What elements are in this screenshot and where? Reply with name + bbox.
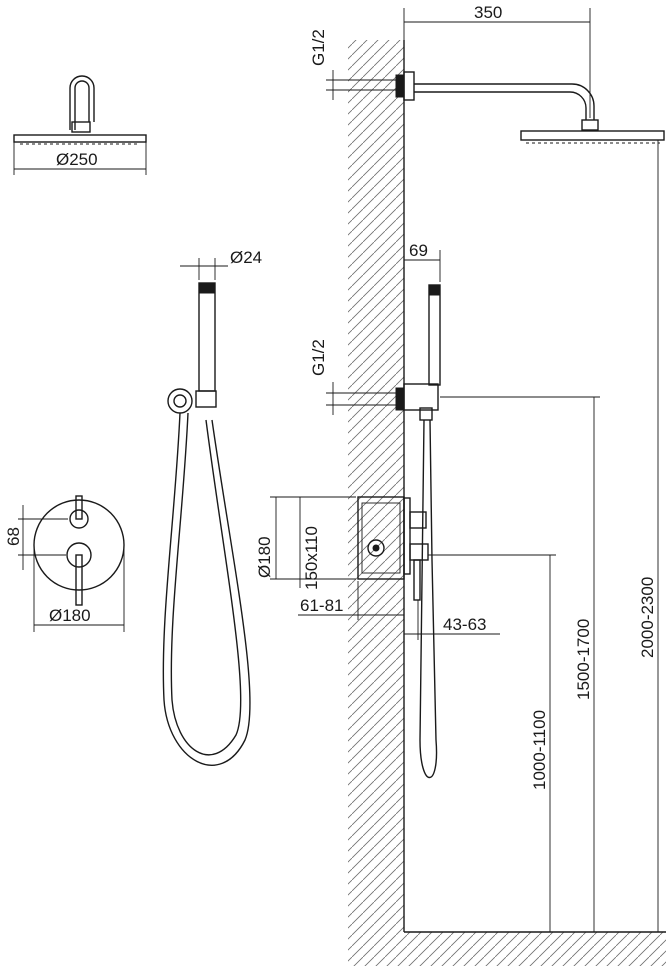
plate-diameter-label: Ø180 xyxy=(49,606,91,625)
plate-projection-dimension: 43-63 xyxy=(403,600,500,640)
handshower-diameter-label: Ø24 xyxy=(230,248,262,267)
shower-head-front-view xyxy=(13,75,147,145)
outlet-projection-dimension: 69 xyxy=(403,241,441,380)
outlet-thread-dimension: G1/2 xyxy=(309,339,400,415)
outlet-projection-label: 69 xyxy=(409,241,428,260)
plate-offset-dimension: 68 xyxy=(4,505,68,570)
arm-length-dimension: 350 xyxy=(403,3,591,118)
box-diameter-label: Ø180 xyxy=(255,536,274,578)
plate-offset-label: 68 xyxy=(4,527,23,546)
outlet-thread-label: G1/2 xyxy=(309,339,328,376)
box-size-label: 150x110 xyxy=(302,526,321,590)
head-diameter-label: Ø250 xyxy=(56,150,98,169)
head-height-dimension: 2000-2300 xyxy=(638,139,664,932)
plate-projection-label: 43-63 xyxy=(443,615,486,634)
mixer-plate-front-view xyxy=(33,495,125,606)
handshower-diameter-dimension: Ø24 xyxy=(180,248,262,280)
floor-section xyxy=(348,931,666,966)
head-height-label: 2000-2300 xyxy=(638,577,657,658)
arm-thread-label: G1/2 xyxy=(309,29,328,66)
hand-shower-assembly xyxy=(162,282,251,766)
slide-rail-outlet-side-view xyxy=(395,284,441,778)
wall-section xyxy=(348,40,405,932)
wall-depth-label: 61-81 xyxy=(300,596,343,615)
valve-height-dimension: 1000-1100 xyxy=(428,554,556,932)
box-size-dimensions: Ø180 150x110 xyxy=(255,496,356,590)
arm-thread-dimension: G1/2 xyxy=(309,29,400,100)
head-diameter-dimension: Ø250 xyxy=(13,142,147,175)
outlet-height-label: 1500-1700 xyxy=(574,619,593,700)
valve-height-label: 1000-1100 xyxy=(530,710,549,790)
shower-arm-side-view xyxy=(395,71,665,144)
wall-depth-dimension: 61-81 xyxy=(298,581,405,620)
arm-length-label: 350 xyxy=(474,3,502,22)
outlet-height-dimension: 1500-1700 xyxy=(440,396,600,932)
plate-diameter-dimension: Ø180 xyxy=(33,545,125,632)
concealed-valve-box xyxy=(357,496,429,601)
